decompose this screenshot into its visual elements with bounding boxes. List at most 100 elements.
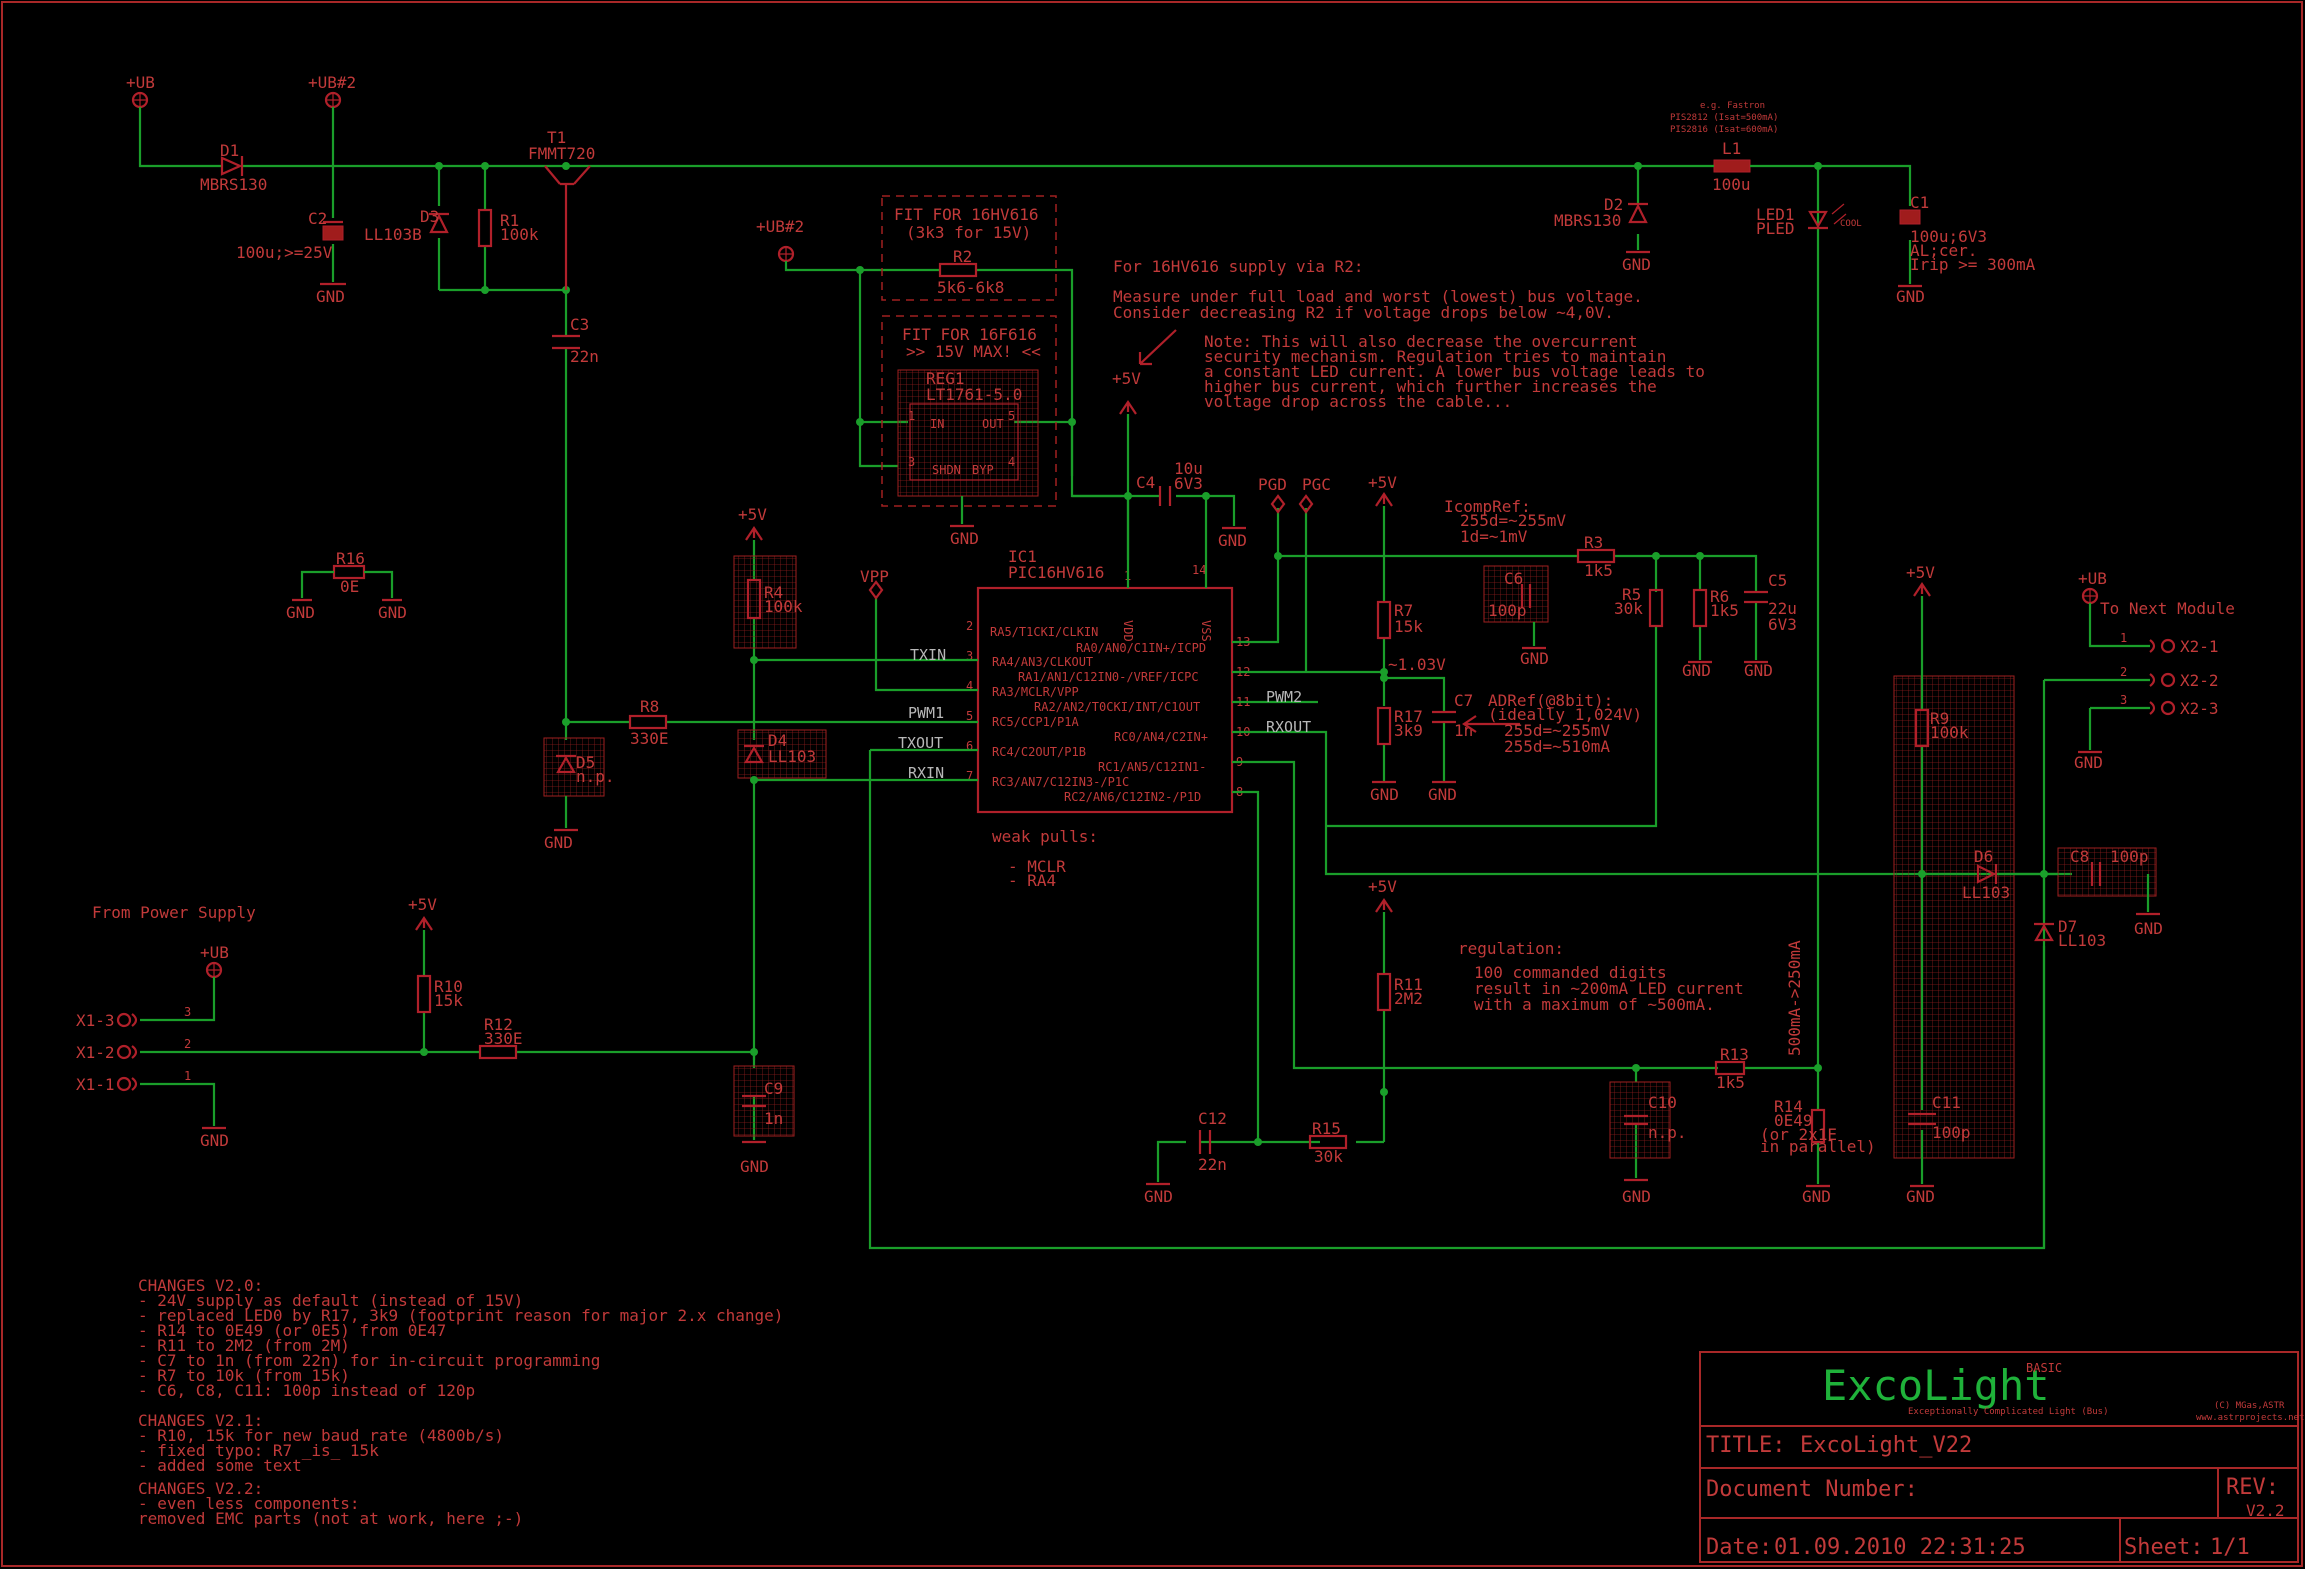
label-components-r14-note1: (or 2x1E <box>1760 1125 1837 1144</box>
label-notes-changes-7: - C6, C8, C11: 100p instead of 120p <box>138 1381 475 1400</box>
label-supplies-gnd: GND <box>1520 649 1549 668</box>
label-notes-regulation-1: 100 commanded digits <box>1474 963 1667 982</box>
label-components-r10-value: 15k <box>434 991 463 1010</box>
label-components-r16-value: 0E <box>340 577 359 596</box>
capacitor-c5: C5 22u 6V3 <box>1744 571 1797 634</box>
gnd-d5: GND <box>544 828 578 852</box>
label-components-ic1-right_pins-0-label: RA0/AN0/C1IN+/ICPD <box>1076 641 1206 655</box>
label-title_block-copy2: www.astrprojects.net <box>2196 1413 2304 1423</box>
resistor-r9: R9 100k <box>1914 708 1969 748</box>
label-supplies-gnd: GND <box>2074 753 2103 772</box>
label-notes-changes-3: - R14 to 0E49 (or 0E5) from 0E47 <box>138 1321 446 1340</box>
resistor-r8: R8 330E <box>628 697 669 748</box>
label-supplies-ub2: +UB#2 <box>756 217 804 236</box>
label-components-r4-value: 100k <box>764 597 803 616</box>
label-supplies-gnd: GND <box>740 1157 769 1176</box>
label-components-c9-name: C9 <box>764 1079 783 1098</box>
label-components-r6-value: 1k5 <box>1710 601 1739 620</box>
resistor-r5: R5 30k <box>1614 585 1664 628</box>
label-supplies-vpp: VPP <box>860 567 889 586</box>
label-supplies-ub2: +UB#2 <box>308 73 356 92</box>
resistor-r14: R14 0E49 (or 2x1E in parallel) <box>1760 1097 1876 1156</box>
label-notes-regulation-3: with a maximum of ~500mA. <box>1474 995 1715 1014</box>
label-components-d6-value: LL103 <box>1962 883 2010 902</box>
label-components-ic1-left_pins-1-num: 3 <box>966 649 973 663</box>
label-components-d3-value: LL103B <box>364 225 422 244</box>
label-components-c10-value: n.p. <box>1648 1123 1687 1142</box>
label-notes-icomp-1: 255d=~255mV <box>1460 511 1566 530</box>
label-components-r13-value: 1k5 <box>1716 1073 1745 1092</box>
label-supplies-gnd: GND <box>1144 1187 1173 1206</box>
label-components-r10-name: R10 <box>434 977 463 996</box>
label-supplies-v5: +5V <box>408 895 437 914</box>
label-components-reg1-pin_numbers-1: 5 <box>1008 409 1015 423</box>
supply-ub-top: +UB <box>126 73 155 109</box>
label-components-d4-value: LL103 <box>768 747 816 766</box>
label-components-ic1-left_pins-4-num: 6 <box>966 739 973 753</box>
supply-5v-r7: +5V <box>1368 473 1397 507</box>
label-notes-changes-6: - R7 to 10k (from 15k) <box>138 1366 350 1385</box>
label-components-led1-tag: COOL <box>1840 219 1862 229</box>
label-connectors-left-0-pin: 3 <box>184 1005 191 1019</box>
wire-ub-rail <box>138 107 1690 168</box>
label-components-r7-value: 15k <box>1394 617 1423 636</box>
label-components-reg1-pin_numbers-3: 4 <box>1008 455 1015 469</box>
label-supplies-v5: +5V <box>738 505 767 524</box>
gnd-c12: GND <box>1144 1182 1173 1206</box>
label-components-led1-name: LED1 <box>1756 205 1795 224</box>
label-notes-changes-16: removed EMC parts (not at work, here ;-) <box>138 1509 523 1528</box>
label-notes-supply_note-0: For 16HV616 supply via R2: <box>1113 257 1363 276</box>
capacitor-c6: C6 100p <box>1488 569 1532 620</box>
label-supplies-gnd: GND <box>1682 661 1711 680</box>
supply-ub2-top: +UB#2 <box>308 73 356 109</box>
label-components-l1-note3: PIS2816 (Isat=600mA) <box>1670 125 1778 135</box>
label-components-ic1-right_pins-2-label: RA2/AN2/T0CKI/INT/C1OUT <box>1034 700 1200 714</box>
label-notes-regulation-2: result in ~200mA LED current <box>1474 979 1744 998</box>
label-components-r5-name: R5 <box>1622 585 1641 604</box>
label-notes-changes-2: - replaced LED0 by R17, 3k9 (footprint r… <box>138 1306 783 1325</box>
label-notes-adref-3: 255d=~510mA <box>1504 737 1610 756</box>
diode-d6: D6 LL103 <box>1962 847 2010 902</box>
ic-ic1: IC1 PIC16HV616 VDD VSS 1 14 RA5/T1CKI/CL… <box>966 547 1250 814</box>
supply-note: For 16HV616 supply via R2: Measure under… <box>1113 257 1705 411</box>
label-supplies-gnd: GND <box>1744 661 1773 680</box>
label-components-ic1-left_pins-0-label: RA5/T1CKI/CLKIN <box>990 625 1098 639</box>
label-components-r11-value: 2M2 <box>1394 989 1423 1008</box>
diode-d5: D5 n.p. <box>556 753 615 786</box>
label-notes-supply_note-9: voltage drop across the cable... <box>1204 392 1512 411</box>
label-nets-pwm2: PWM2 <box>1266 688 1302 706</box>
label-components-r3-value: 1k5 <box>1584 561 1613 580</box>
label-components-reg1-name: REG1 <box>926 369 965 388</box>
label-supplies-gnd: GND <box>1622 1187 1651 1206</box>
icomp-note: IcompRef: 255d=~255mV 1d=~1mV <box>1444 497 1566 546</box>
label-components-reg1-value: LT1761-5.0 <box>926 385 1022 404</box>
diode-d1: D1 MBRS130 <box>200 141 267 194</box>
diode-d3: D3 LL103B <box>364 207 449 244</box>
label-connectors-right-2-name: X2-3 <box>2180 699 2219 718</box>
label-components-r15-value: 30k <box>1314 1147 1343 1166</box>
label-components-c3-name: C3 <box>570 315 589 334</box>
label-notes-adref-1: (ideally 1,024V) <box>1488 705 1642 724</box>
gnd-d2: GND <box>1622 250 1651 274</box>
label-notes-changes-9: CHANGES V2.1: <box>138 1411 263 1430</box>
label-supplies-gnd: GND <box>1622 255 1651 274</box>
label-supplies-gnd: GND <box>1802 1187 1831 1206</box>
label-title_block-sheet: 1/1 <box>2210 1535 2250 1560</box>
label-title_block-logo_sup: BASIC <box>2026 1361 2062 1375</box>
label-supplies-v5: +5V <box>1112 369 1141 388</box>
label-components-ic1-right_pins-5-label: RC2/AN6/C12IN2-/P1D <box>1064 790 1201 804</box>
label-components-c7-name: C7 <box>1454 691 1473 710</box>
label-components-d2-value: MBRS130 <box>1554 211 1621 230</box>
label-components-r5-value: 30k <box>1614 599 1643 618</box>
label-supplies-gnd: GND <box>1896 287 1925 306</box>
gnd-c4: GND <box>1218 526 1247 550</box>
label-nets-rxin: RXIN <box>908 764 944 782</box>
label-components-c4-name: C4 <box>1136 473 1155 492</box>
label-components-ic1-vss_pin: 14 <box>1192 563 1206 577</box>
label-title_block-date_label: Date: <box>1706 1535 1772 1560</box>
capacitor-c8: C8 100p <box>2070 847 2149 886</box>
gnd-c1: GND <box>1896 284 1925 306</box>
gnd-reg1: GND <box>950 524 979 548</box>
label-components-c6-name: C6 <box>1504 569 1523 588</box>
label-supplies-v5: +5V <box>1368 877 1397 896</box>
